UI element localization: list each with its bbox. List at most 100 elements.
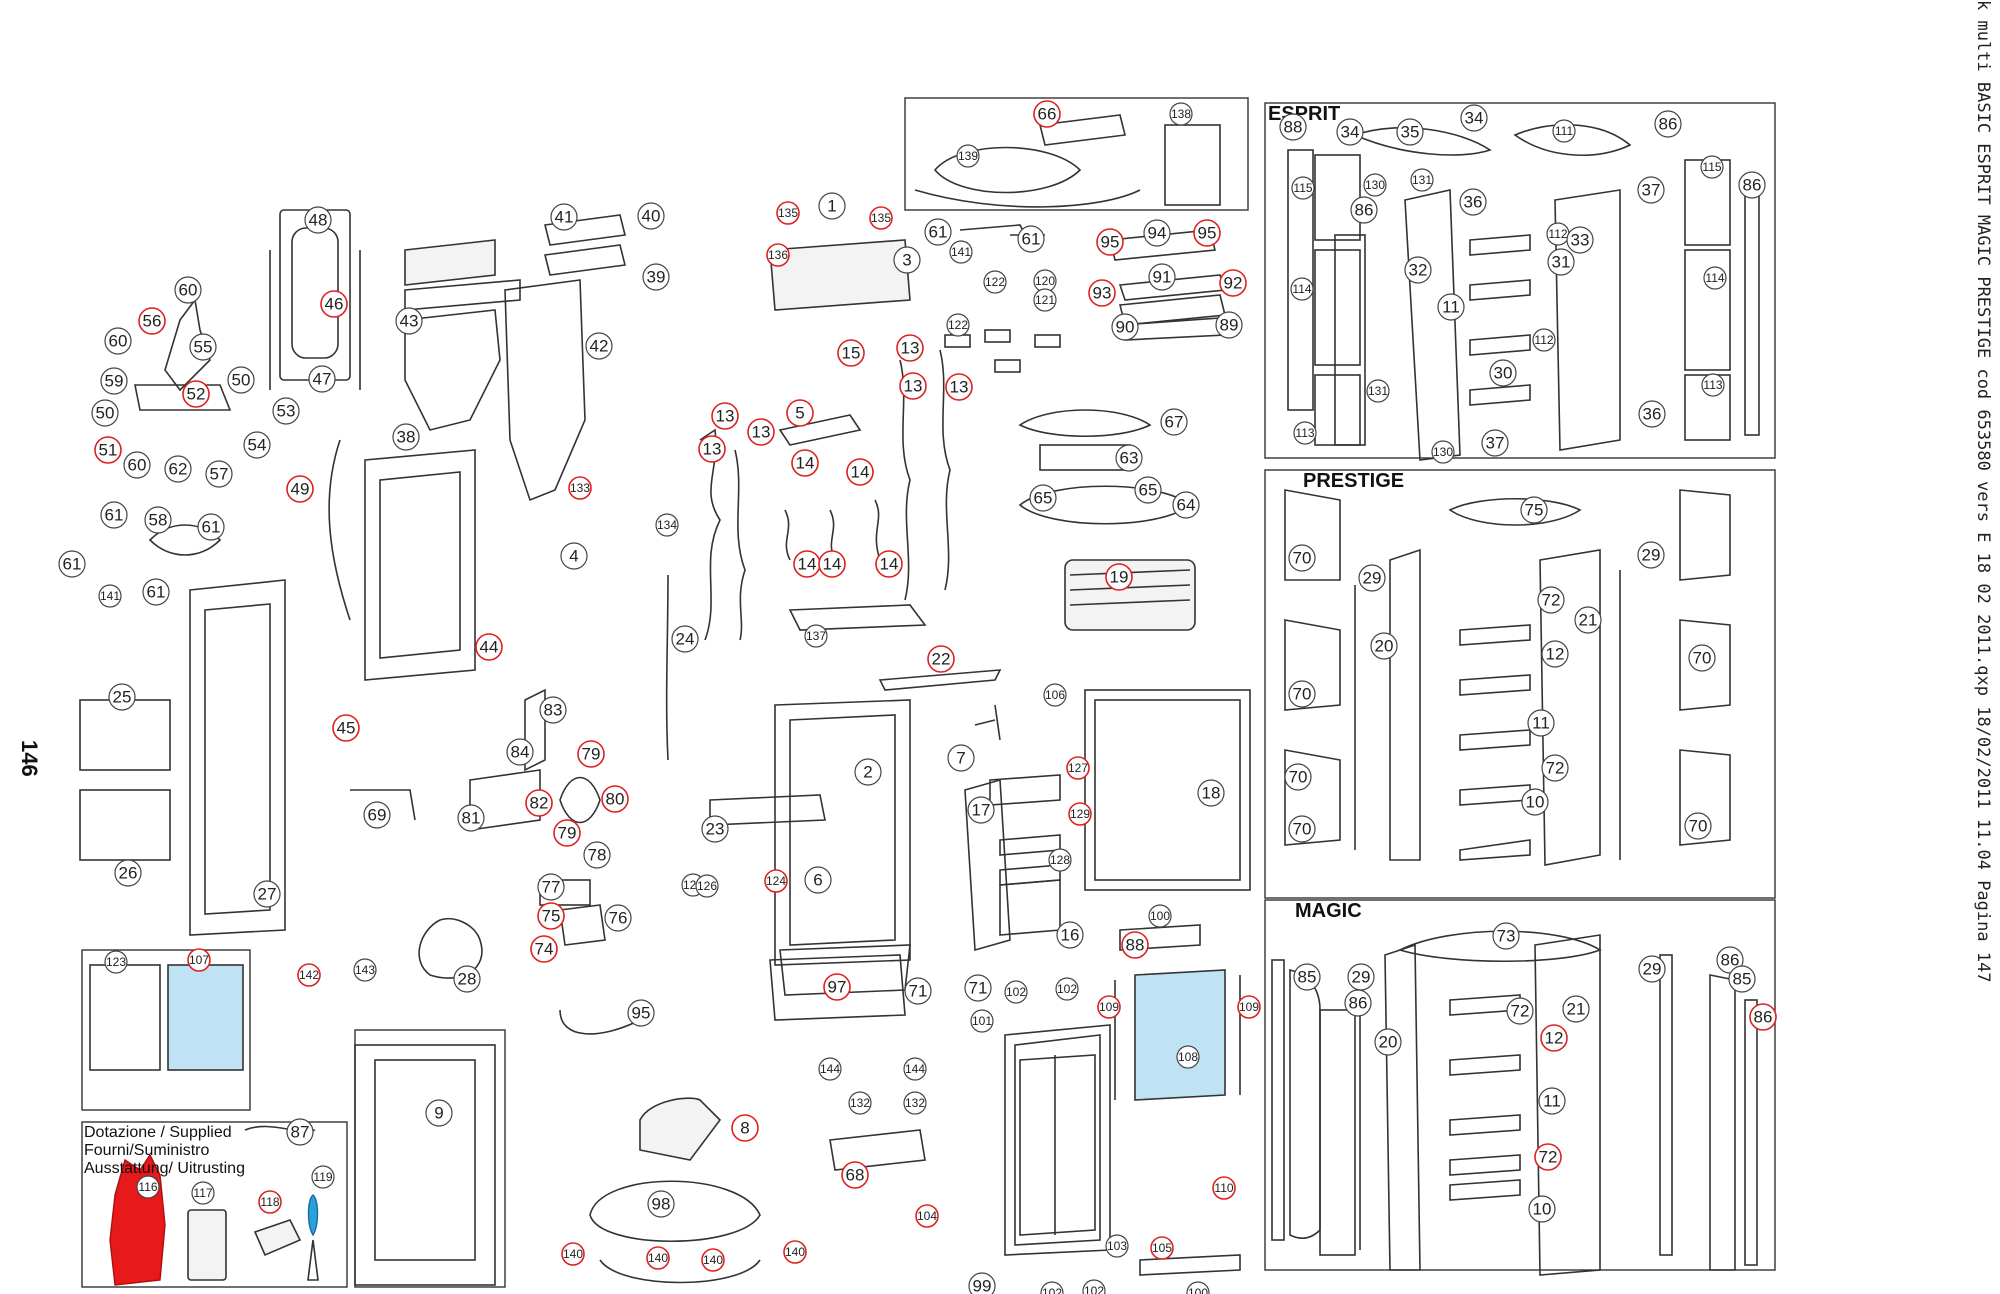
callout-57: 57 [205,460,233,488]
callout-circle [945,373,973,401]
callout-label: 135 [778,206,798,220]
callout-label: 22 [932,650,951,669]
callout-circle [671,625,699,653]
callout-circle [1284,763,1312,791]
callout-61: 61 [1017,225,1045,253]
callout-label: 12 [1546,645,1565,664]
callout-label: 129 [1070,807,1090,821]
esprit-frame [1264,102,1776,459]
callout-label: 13 [904,377,923,396]
callout-label: 72 [1546,759,1565,778]
callout-label: 86 [1355,201,1374,220]
callout-circle [1703,266,1727,290]
callout-label: 36 [1464,193,1483,212]
callout-circle [138,307,166,335]
callout-label: 127 [1068,761,1088,775]
callout-120: 120 [1033,269,1057,293]
callout-61: 61 [142,578,170,606]
callout-label: 36 [1643,405,1662,424]
callout-circle [1637,541,1665,569]
callout-circle [1212,1176,1236,1200]
callout-circle [893,246,921,274]
callout-label: 13 [901,339,920,358]
callout-circle [353,958,377,982]
callout-label: 68 [846,1166,865,1185]
callout-circle [104,327,132,355]
callout-circle [525,789,553,817]
callout-116: 116 [136,1175,160,1199]
callout-label: 6 [813,871,822,890]
callout-79: 79 [577,740,605,768]
callout-46: 46 [320,290,348,318]
callout-label: 73 [1497,927,1516,946]
callout-38: 38 [392,423,420,451]
callout-14: 14 [791,449,819,477]
callout-circle [1637,176,1665,204]
callout-72: 72 [1534,1143,1562,1171]
callout-circle [506,738,534,766]
callout-label: 55 [194,338,213,357]
callout-5: 5 [786,399,814,427]
callout-65: 65 [1029,484,1057,512]
callout-14: 14 [818,550,846,578]
callout-61: 61 [100,501,128,529]
callout-circle [875,550,903,578]
callout-85: 85 [1728,965,1756,993]
callout-circle [1437,293,1465,321]
callout-label: 61 [1022,230,1041,249]
callout-100: 100 [1148,904,1172,928]
callout-circle [637,202,665,230]
callout-134: 134 [655,513,679,537]
callout-label: 90 [1116,318,1135,337]
callout-label: 27 [258,885,277,904]
callout-label: 103 [1107,1239,1127,1253]
callout-32: 32 [1404,256,1432,284]
callout-140: 140 [561,1242,585,1266]
callout-circle [568,476,592,500]
callout-circle [1552,119,1576,143]
callout-95: 95 [1193,219,1221,247]
callout-label: 119 [313,1170,332,1184]
callout-circle [1150,1236,1174,1260]
callout-circle [1541,754,1569,782]
callout-label: 122 [985,275,1005,289]
callout-circle [1033,288,1057,312]
callout-circle [1043,683,1067,707]
callout-label: 32 [1409,261,1428,280]
callout-13: 13 [945,373,973,401]
callout-circle [1055,977,1079,1001]
callout-label: 131 [1412,173,1432,187]
callout-label: 45 [337,719,356,738]
callout-circle [583,841,611,869]
callout-label: 87 [291,1123,310,1142]
callout-9: 9 [425,1099,453,1127]
callout-35: 35 [1396,118,1424,146]
callout-93: 93 [1088,279,1116,307]
callout-label: 114 [1292,282,1311,296]
callout-label: 144 [820,1062,840,1076]
callout-circle [655,513,679,537]
callout-label: 86 [1754,1008,1773,1027]
callout-4: 4 [560,542,588,570]
callout-108: 108 [1176,1045,1200,1069]
callout-121: 121 [1033,288,1057,312]
callout-circle [1566,226,1594,254]
callout-39: 39 [642,263,670,291]
callout-label: 143 [355,963,375,977]
callout-circle [392,423,420,451]
callout-circle [1520,496,1548,524]
callout-circle [896,334,924,362]
callout-86: 86 [1716,946,1744,974]
callout-circle [1506,997,1534,1025]
callout-27: 27 [253,880,281,908]
callout-102: 102 [1055,977,1079,1001]
callout-64: 64 [1172,491,1200,519]
callout-circle [123,451,151,479]
callout-circle [1528,1195,1556,1223]
callout-label: 61 [105,506,124,525]
callout-33: 33 [1566,226,1594,254]
callout-label: 77 [542,878,561,897]
callout-label: 86 [1349,994,1368,1013]
callout-29: 29 [1638,955,1666,983]
callout-label: 61 [202,518,221,537]
